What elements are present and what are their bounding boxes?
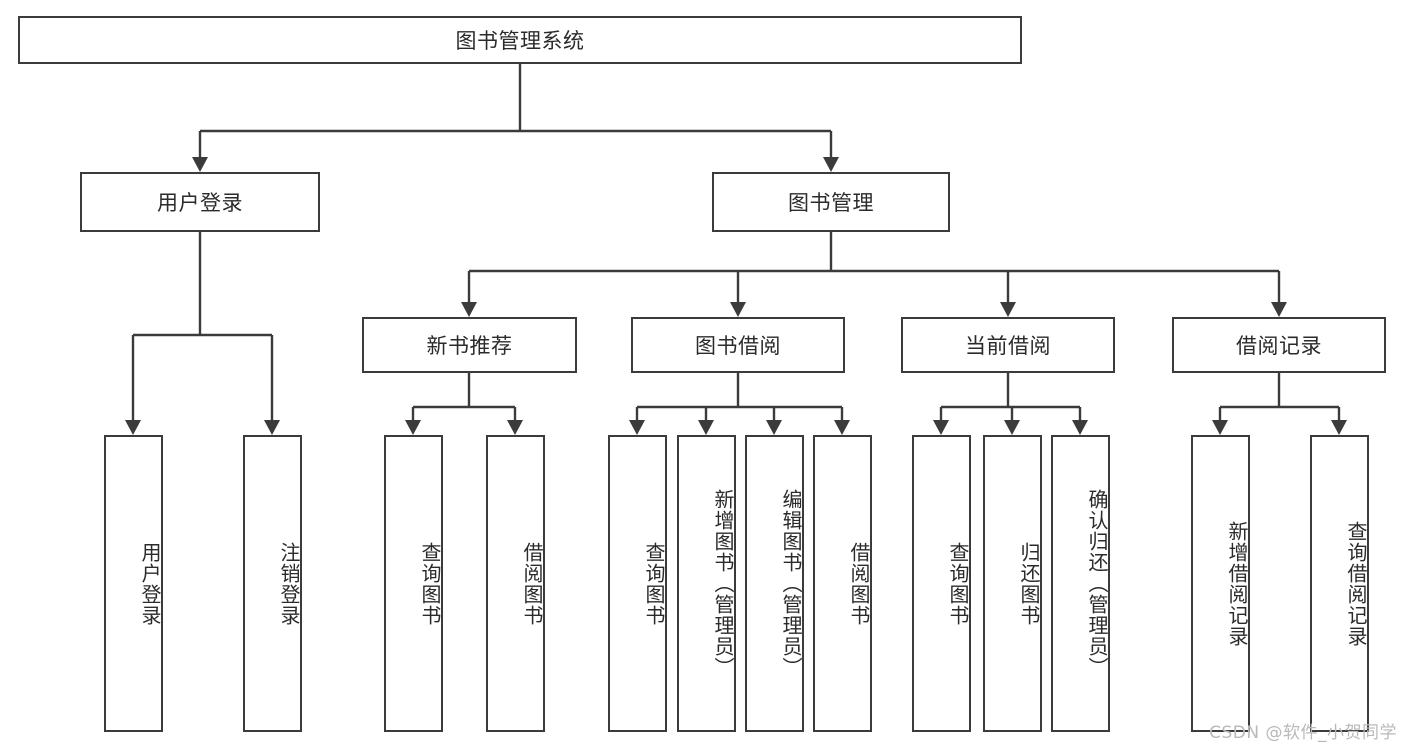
node-level3-0[interactable]: 新书推荐 <box>362 317 577 373</box>
node-level3-0-label: 新书推荐 <box>426 334 513 358</box>
node-leaf-6-label: 编辑图书（管理员） <box>779 489 803 678</box>
node-leaf-2[interactable]: 查询图书 <box>384 435 443 732</box>
node-level3-1-label: 图书借阅 <box>695 334 781 358</box>
node-leaf-8-label: 查询图书 <box>946 541 970 626</box>
node-leaf-0-label: 用户登录 <box>138 541 162 626</box>
arrowhead-icon <box>1271 302 1287 317</box>
node-level3-3[interactable]: 借阅记录 <box>1172 317 1386 373</box>
arrowhead-icon <box>823 157 839 172</box>
arrowhead-icon <box>1004 420 1020 435</box>
node-leaf-3[interactable]: 借阅图书 <box>486 435 545 732</box>
node-level3-2-label: 当前借阅 <box>965 334 1051 358</box>
arrowhead-icon <box>507 420 523 435</box>
node-leaf-3-label: 借阅图书 <box>520 541 544 626</box>
arrowhead-icon <box>629 420 645 435</box>
node-leaf-12-label: 查询借阅记录 <box>1344 520 1368 647</box>
node-leaf-5[interactable]: 新增图书（管理员） <box>677 435 736 732</box>
node-level3-2[interactable]: 当前借阅 <box>901 317 1115 373</box>
node-leaf-1-label: 注销登录 <box>277 541 301 626</box>
node-leaf-8[interactable]: 查询图书 <box>912 435 971 732</box>
node-root-label: 图书管理系统 <box>455 29 585 53</box>
node-leaf-4[interactable]: 查询图书 <box>608 435 667 732</box>
arrowhead-icon <box>1331 420 1347 435</box>
node-leaf-9[interactable]: 归还图书 <box>983 435 1042 732</box>
arrowhead-icon <box>461 302 477 317</box>
node-leaf-1[interactable]: 注销登录 <box>243 435 302 732</box>
node-leaf-6[interactable]: 编辑图书（管理员） <box>745 435 804 732</box>
node-leaf-11-label: 新增借阅记录 <box>1225 520 1249 647</box>
arrowhead-icon <box>698 420 714 435</box>
arrowhead-icon <box>834 420 850 435</box>
arrowhead-icon <box>1072 420 1088 435</box>
arrowhead-icon <box>264 420 280 435</box>
arrowhead-icon <box>125 420 141 435</box>
node-leaf-7-label: 借阅图书 <box>847 541 871 626</box>
node-leaf-12[interactable]: 查询借阅记录 <box>1310 435 1369 732</box>
arrowhead-icon <box>1000 302 1016 317</box>
arrowhead-icon <box>1212 420 1228 435</box>
node-level2-0-label: 用户登录 <box>157 191 243 215</box>
node-level2-1-label: 图书管理 <box>788 191 874 215</box>
node-level2-1[interactable]: 图书管理 <box>712 172 950 232</box>
node-level3-3-label: 借阅记录 <box>1236 334 1322 358</box>
node-level2-0[interactable]: 用户登录 <box>80 172 320 232</box>
node-leaf-10-label: 确认归还（管理员） <box>1085 489 1109 678</box>
arrowhead-icon <box>730 302 746 317</box>
node-leaf-5-label: 新增图书（管理员） <box>711 489 735 678</box>
arrowhead-icon <box>933 420 949 435</box>
arrowhead-icon <box>405 420 421 435</box>
node-level3-1[interactable]: 图书借阅 <box>631 317 845 373</box>
node-leaf-10[interactable]: 确认归还（管理员） <box>1051 435 1110 732</box>
node-leaf-4-label: 查询图书 <box>642 541 666 626</box>
arrowhead-icon <box>192 157 208 172</box>
node-leaf-0[interactable]: 用户登录 <box>104 435 163 732</box>
arrowhead-icon <box>766 420 782 435</box>
node-leaf-9-label: 归还图书 <box>1017 541 1041 626</box>
node-root[interactable]: 图书管理系统 <box>18 16 1022 64</box>
watermark: CSDN @软件_小贺同学 <box>1209 723 1397 743</box>
node-leaf-7[interactable]: 借阅图书 <box>813 435 872 732</box>
node-leaf-11[interactable]: 新增借阅记录 <box>1191 435 1250 732</box>
node-leaf-2-label: 查询图书 <box>418 541 442 626</box>
